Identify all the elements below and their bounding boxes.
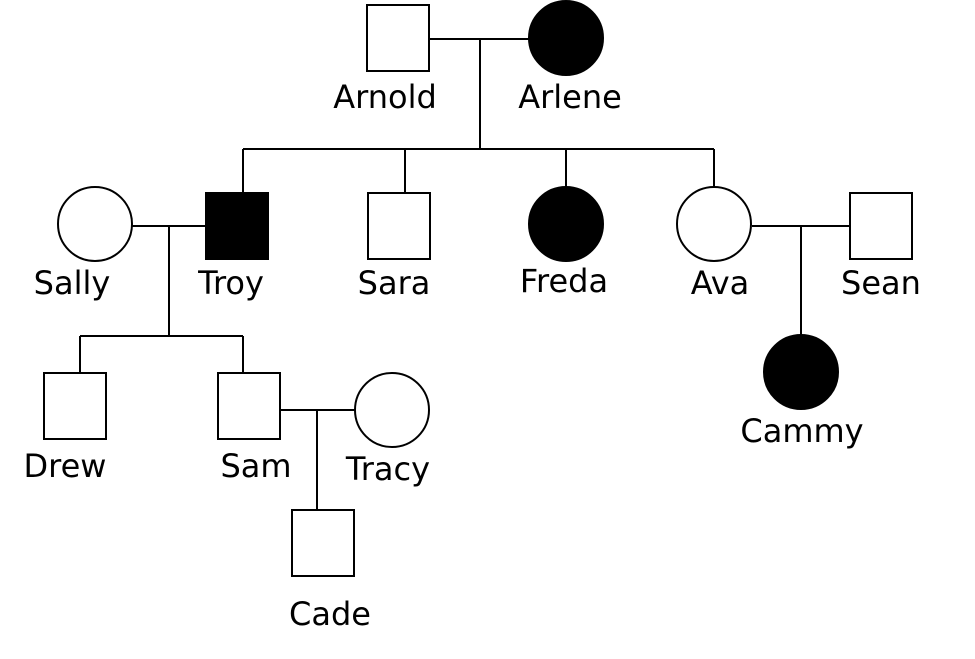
- person-name-sally: Sally: [34, 264, 111, 302]
- person-arlene: Arlene: [518, 0, 622, 116]
- person-name-tracy: Tracy: [345, 450, 430, 488]
- person-name-sara: Sara: [358, 264, 431, 302]
- person-name-cammy: Cammy: [740, 412, 863, 450]
- person-symbol-cammy: [763, 334, 839, 410]
- person-symbol-freda: [528, 186, 604, 262]
- person-sally: Sally: [34, 186, 133, 302]
- person-symbol-ava: [676, 186, 752, 262]
- person-tracy: Tracy: [345, 372, 430, 488]
- person-ava: Ava: [676, 186, 752, 302]
- person-troy: Troy: [197, 192, 269, 302]
- person-symbol-sean: [849, 192, 913, 260]
- person-name-sam: Sam: [220, 447, 291, 485]
- person-name-cade: Cade: [289, 595, 371, 633]
- person-sean: Sean: [841, 192, 921, 302]
- pedigree-lines: [79, 38, 850, 510]
- person-cade: Cade: [289, 509, 371, 633]
- person-sara: Sara: [358, 192, 431, 302]
- person-name-drew: Drew: [24, 447, 107, 485]
- person-freda: Freda: [520, 186, 608, 300]
- person-symbol-cade: [291, 509, 355, 577]
- person-cammy: Cammy: [740, 334, 864, 450]
- person-name-freda: Freda: [520, 262, 608, 300]
- person-arnold: Arnold: [333, 4, 437, 116]
- person-sam: Sam: [217, 372, 292, 485]
- person-symbol-sally: [57, 186, 133, 262]
- person-symbol-troy: [205, 192, 269, 260]
- person-symbol-sam: [217, 372, 281, 440]
- person-name-arnold: Arnold: [333, 78, 437, 116]
- person-name-troy: Troy: [197, 264, 264, 302]
- person-symbol-sara: [367, 192, 431, 260]
- person-name-ava: Ava: [691, 264, 750, 302]
- person-symbol-drew: [43, 372, 107, 440]
- person-symbol-arnold: [366, 4, 430, 72]
- person-symbol-tracy: [354, 372, 430, 448]
- person-symbol-arlene: [528, 0, 604, 76]
- person-name-sean: Sean: [841, 264, 921, 302]
- person-name-arlene: Arlene: [518, 78, 622, 116]
- person-drew: Drew: [24, 372, 107, 485]
